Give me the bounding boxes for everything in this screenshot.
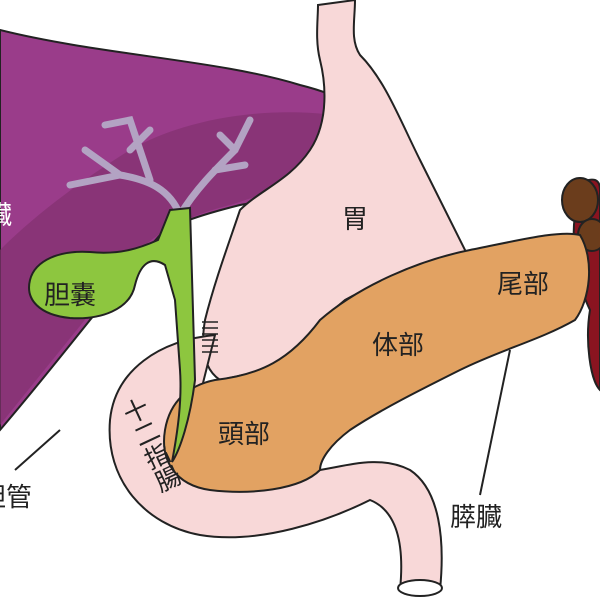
pancreas-leader-line bbox=[479, 349, 511, 496]
pancreas-head-label: 頭部 bbox=[218, 420, 271, 450]
bile-vessels bbox=[66, 115, 254, 219]
gallbladder-label: 胆嚢 bbox=[44, 281, 97, 311]
pancreas-tail-label: 尾部 bbox=[497, 270, 550, 300]
ducts-hatching bbox=[202, 321, 218, 353]
bile-duct-label: 胆管 bbox=[0, 483, 33, 513]
gallbladder bbox=[28, 206, 197, 463]
stomach-label: 胃 bbox=[342, 205, 369, 235]
pancreas-label: 膵臓 bbox=[450, 503, 503, 533]
pancreas bbox=[163, 232, 591, 493]
pancreas-body-label: 体部 bbox=[372, 331, 425, 361]
liver-label: 臓 bbox=[0, 203, 12, 229]
bile-duct-leader-line bbox=[14, 429, 61, 471]
